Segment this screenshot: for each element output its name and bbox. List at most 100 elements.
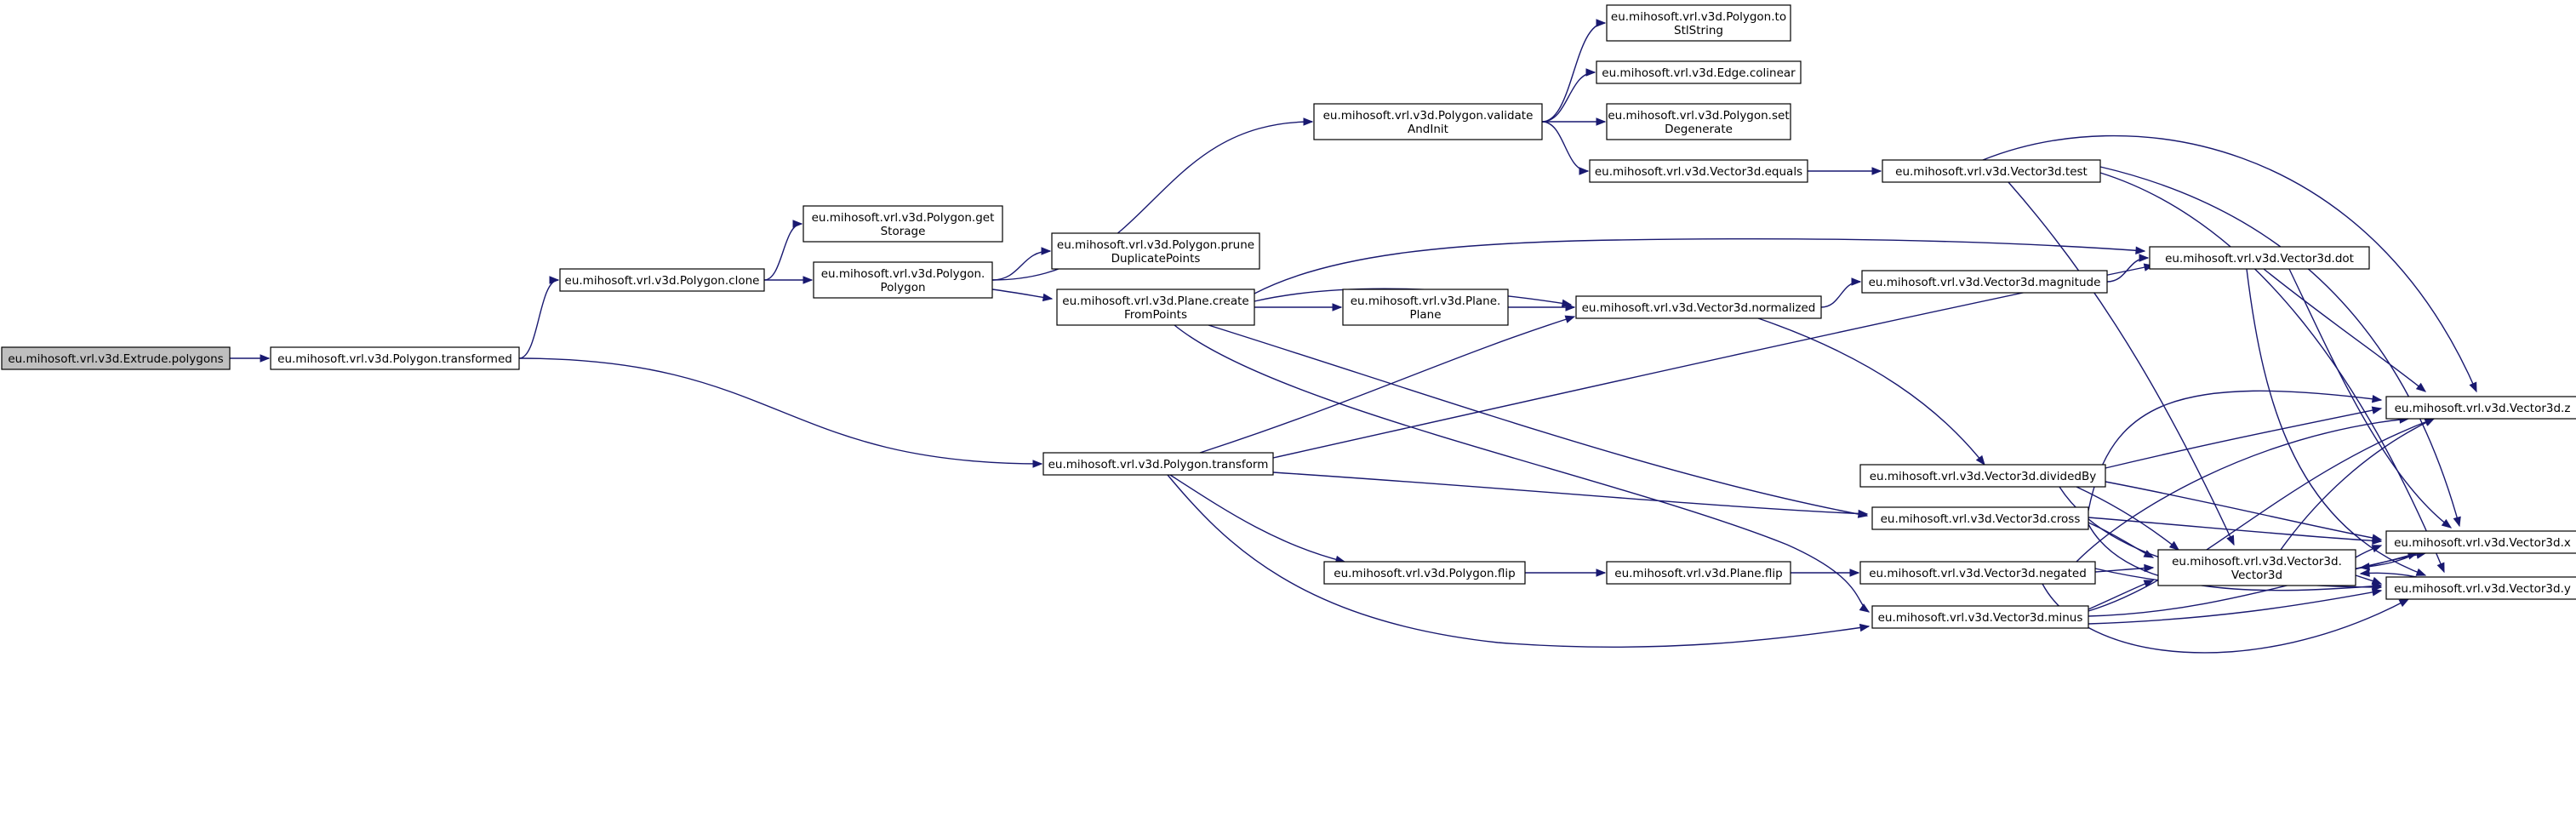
node-polygon-transformed[interactable]: eu.mihosoft.vrl.v3d.Polygon.transformed [270,346,520,370]
node-label: eu.mihosoft.vrl.v3d.Polygon.clone [565,274,760,288]
node-box[interactable] [1606,4,1791,42]
arrow-head-icon [792,220,803,228]
node-label: eu.mihosoft.vrl.v3d.Vector3d.minus [1878,611,2083,625]
node-box[interactable] [270,346,520,370]
edge-line [2076,418,2409,563]
node-label: eu.mihosoft.vrl.v3d.Vector3d.dot [2165,252,2354,266]
edge-line [2280,418,2435,551]
node-box[interactable] [1871,605,2089,629]
node-box[interactable] [1056,289,1255,326]
edge-line [518,357,1042,465]
node-box[interactable] [2157,549,2356,586]
node-polygon-flip[interactable]: eu.mihosoft.vrl.v3d.Polygon.flip [1323,561,1526,585]
node-v3-minus[interactable]: eu.mihosoft.vrl.v3d.Vector3d.minus [1871,605,2089,629]
node-v3-cross[interactable]: eu.mihosoft.vrl.v3d.Vector3d.cross [1871,506,2089,530]
node-label: FromPoints [1124,308,1187,322]
node-box[interactable] [1606,103,1791,140]
node-v3-magnitude[interactable]: eu.mihosoft.vrl.v3d.Vector3d.magnitude [1861,270,2108,294]
node-box[interactable] [1575,295,1822,319]
node-v3-dividedby[interactable]: eu.mihosoft.vrl.v3d.Vector3d.dividedBy [1859,464,2106,488]
node-plane-create[interactable]: eu.mihosoft.vrl.v3d.Plane.createFromPoin… [1056,289,1255,326]
node-polygon-prune[interactable]: eu.mihosoft.vrl.v3d.Polygon.pruneDuplica… [1051,232,1260,270]
arrow-head-icon [2415,568,2427,576]
node-box[interactable] [1342,289,1509,326]
node-label: eu.mihosoft.vrl.v3d.Vector3d.y [2394,582,2571,596]
edge-line [2088,390,2382,511]
node-extrude-polygons[interactable]: eu.mihosoft.vrl.v3d.Extrude.polygons [1,346,231,370]
node-label: eu.mihosoft.vrl.v3d.Vector3d.normalized [1582,301,1816,315]
edge-v3_dot-to-v3_y [2246,268,2427,576]
edge-v3_test-to-v3_ctor [2008,181,2235,546]
node-v3-ctor[interactable]: eu.mihosoft.vrl.v3d.Vector3d.Vector3d [2157,549,2356,586]
node-label: eu.mihosoft.vrl.v3d.Polygon.flip [1334,567,1515,580]
node-box[interactable] [559,268,765,292]
node-v3-test[interactable]: eu.mihosoft.vrl.v3d.Vector3d.test [1882,159,2101,183]
edge-v3_test-to-v3_z [1982,134,2477,393]
node-box[interactable] [1859,464,2106,488]
node-v3-dot[interactable]: eu.mihosoft.vrl.v3d.Vector3d.dot [2149,246,2370,270]
edge-v3_minus-to-v3_y [2088,588,2383,625]
node-box[interactable] [1871,506,2089,530]
arrow-head-icon [2168,540,2180,551]
node-v3-z[interactable]: eu.mihosoft.vrl.v3d.Vector3d.z [2385,396,2576,420]
edge-plane_create-to-v3_cross [1208,324,1869,518]
node-plane-flip[interactable]: eu.mihosoft.vrl.v3d.Plane.flip [1606,561,1791,585]
node-v3-equals[interactable]: eu.mihosoft.vrl.v3d.Vector3d.equals [1589,159,1808,183]
node-box[interactable] [1313,103,1543,140]
arrow-head-icon [2371,576,2383,585]
node-polygon-ctor[interactable]: eu.mihosoft.vrl.v3d.Polygon.Polygon [813,261,993,299]
edge-v3_ctor-to-v3_z [2280,418,2436,551]
node-box[interactable] [2385,530,2576,554]
node-polygon-transform[interactable]: eu.mihosoft.vrl.v3d.Polygon.transform [1042,452,1274,476]
node-v3-normalized[interactable]: eu.mihosoft.vrl.v3d.Vector3d.normalized [1575,295,1822,319]
node-box[interactable] [1042,452,1274,476]
node-label: AndInit [1408,123,1448,136]
edge-polygon_flip-to-plane_flip [1525,569,1607,577]
node-plane-ctor[interactable]: eu.mihosoft.vrl.v3d.Plane.Plane [1342,289,1509,326]
node-v3-negated[interactable]: eu.mihosoft.vrl.v3d.Vector3d.negated [1859,561,2096,585]
node-polygon-clone[interactable]: eu.mihosoft.vrl.v3d.Polygon.clone [559,268,765,292]
arrow-head-icon [1041,247,1052,255]
node-box[interactable] [1606,561,1791,585]
edge-plane_flip-to-v3_negated [1791,569,1860,577]
node-v3-y[interactable]: eu.mihosoft.vrl.v3d.Vector3d.y [2385,576,2576,600]
edge-polygon_validate-to-edge_colinear [1541,68,1596,123]
node-v3-x[interactable]: eu.mihosoft.vrl.v3d.Vector3d.x [2385,530,2576,554]
node-box[interactable] [1882,159,2101,183]
edge-line [1541,22,1606,123]
edge-v3_magnitude-to-v3_dot [2106,254,2150,283]
node-box[interactable] [803,205,1003,243]
node-box[interactable] [1859,561,2096,585]
arrow-head-icon [2226,534,2235,546]
node-label: Degenerate [1665,123,1733,136]
arrow-head-icon [1579,167,1590,175]
node-label: Plane [1409,308,1441,322]
node-polygon-validate[interactable]: eu.mihosoft.vrl.v3d.Polygon.validateAndI… [1313,103,1543,140]
arrow-head-icon [2359,563,2370,571]
node-box[interactable] [1323,561,1526,585]
edge-polygon_clone-to-polygon_getstorage [763,220,803,281]
node-edge-colinear[interactable]: eu.mihosoft.vrl.v3d.Edge.colinear [1596,60,1802,84]
node-box[interactable] [1051,232,1260,270]
node-box[interactable] [1861,270,2108,294]
node-label: eu.mihosoft.vrl.v3d.Vector3d.z [2395,402,2571,415]
node-label: Vector3d [2231,569,2282,582]
node-label: eu.mihosoft.vrl.v3d.Vector3d.equals [1595,165,1802,179]
edge-v3_ctor-to-v3_x [2355,545,2383,558]
node-box[interactable] [1589,159,1808,183]
edge-v3_dividedby-to-v3_z [2105,406,2383,469]
node-box[interactable] [1,346,231,370]
node-box[interactable] [1596,60,1802,84]
node-box[interactable] [2149,246,2370,270]
edge-v3_minus-to-v3_ctor [2088,580,2155,610]
node-box[interactable] [813,261,993,299]
node-box[interactable] [2385,396,2576,420]
node-label: eu.mihosoft.vrl.v3d.Vector3d.magnitude [1869,276,2101,289]
node-label: eu.mihosoft.vrl.v3d.Vector3d.x [2394,536,2571,550]
node-polygon-setdegenerate[interactable]: eu.mihosoft.vrl.v3d.Polygon.setDegenerat… [1606,103,1791,140]
edge-line [1982,134,2477,392]
node-box[interactable] [2385,576,2576,600]
